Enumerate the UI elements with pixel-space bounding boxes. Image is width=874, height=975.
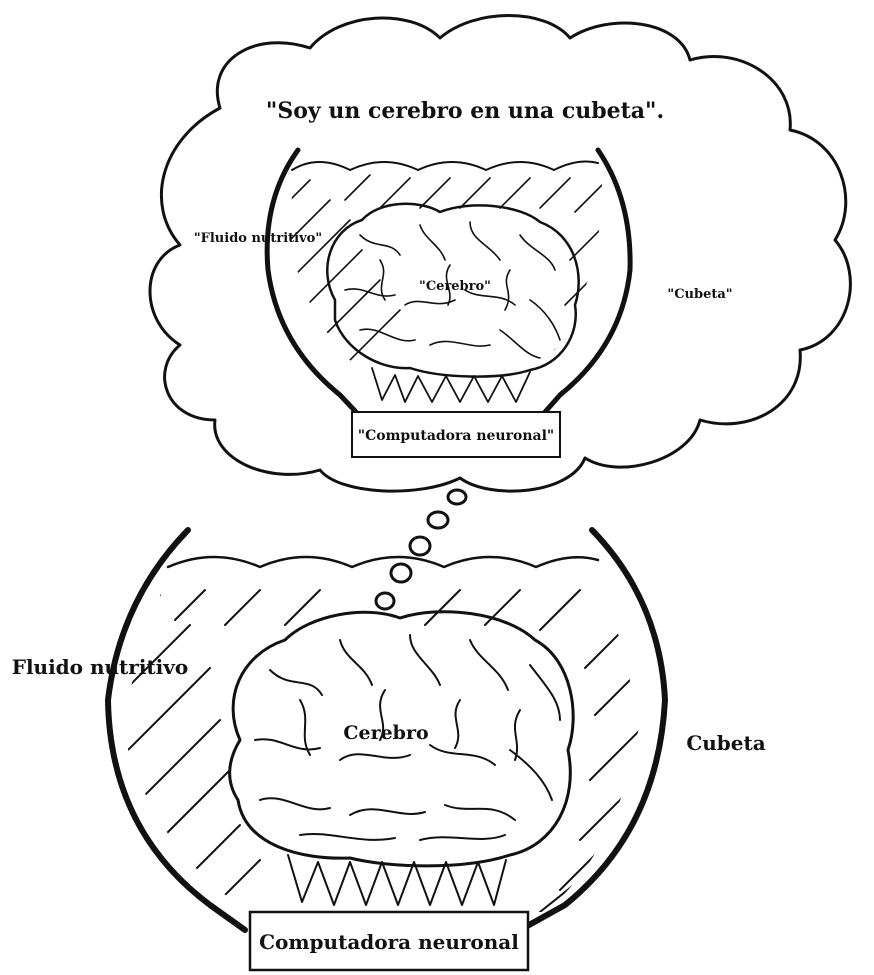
thought-fluid-surface xyxy=(292,162,598,170)
thought-brain xyxy=(327,204,578,402)
main-vat-label: Cubeta xyxy=(686,731,765,755)
main-fluid-surface xyxy=(168,557,598,567)
thought-vat: "Cerebro" "Computadora neuronal" xyxy=(267,150,630,457)
main-computer-label: Computadora neuronal xyxy=(259,930,519,954)
thought-fluid-label: "Fluido nutritivo" xyxy=(194,231,322,246)
main-brain-label: Cerebro xyxy=(343,722,428,744)
thought-vat-label: "Cubeta" xyxy=(667,287,732,302)
main-vat-right-wall xyxy=(520,530,665,930)
main-vat-left-wall xyxy=(108,530,245,930)
thought-quote: "Soy un cerebro en una cubeta". xyxy=(266,98,664,124)
thought-computer-label: "Computadora neuronal" xyxy=(358,428,554,444)
main-vat: Cerebro Computadora neuronal xyxy=(108,530,665,970)
main-fluid-label: Fluido nutritivo xyxy=(12,655,188,679)
thought-vat-left-wall xyxy=(267,150,356,412)
main-brain xyxy=(230,612,574,905)
thought-bubbles xyxy=(376,490,466,609)
thought-brain-label: "Cerebro" xyxy=(419,279,491,294)
